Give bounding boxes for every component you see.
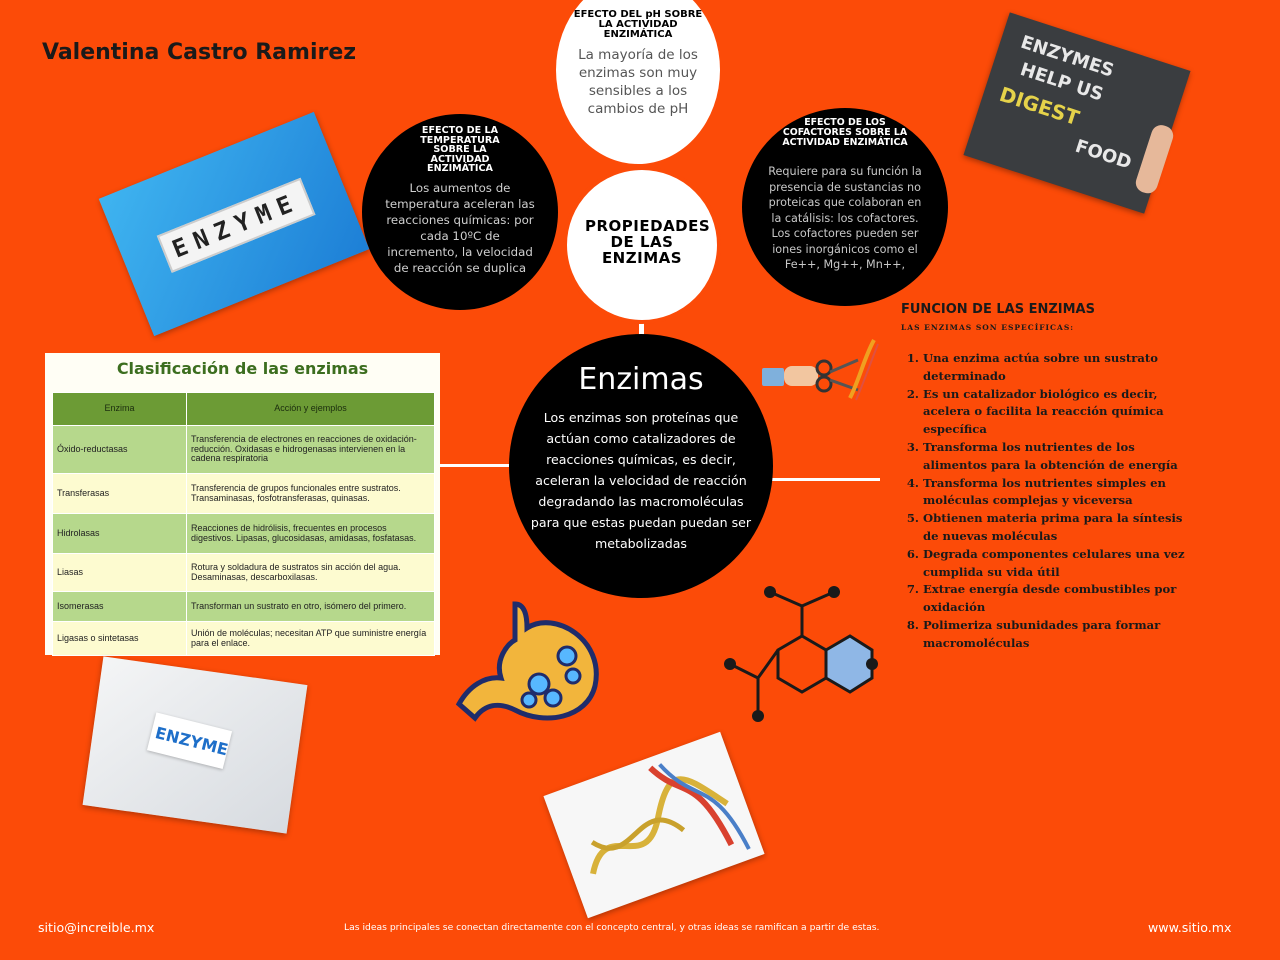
table-row: Hidrolasas Reacciones de hidrólisis, fre… xyxy=(52,513,435,554)
table-cell: Ligasas o sintetasas xyxy=(52,621,187,656)
enzyme-card-label: ENZYME xyxy=(146,712,233,770)
footer-note: Las ideas principales se conectan direct… xyxy=(344,922,880,933)
hand-icon xyxy=(1133,122,1176,196)
footer-email[interactable]: sitio@increible.mx xyxy=(38,920,155,935)
enzyme-cubes-photo: ENZYME xyxy=(98,111,370,337)
protein-structure-photo xyxy=(543,731,765,919)
molecule-icon xyxy=(724,586,878,722)
table-cell: Liasas xyxy=(52,553,187,592)
properties-node: PROPIEDADES DE LAS ENZIMAS xyxy=(563,166,721,324)
cofactors-effect-title: EFECTO DE LOS COFACTORES SOBRE LA ACTIVI… xyxy=(782,117,908,148)
functions-item: Extrae energía desde combustibles por ox… xyxy=(923,581,1201,617)
functions-title: FUNCION DE LAS ENZIMAS xyxy=(901,302,1095,317)
stomach-icon xyxy=(455,601,599,722)
temperature-effect-node: EFECTO DE LA TEMPERATURA SOBRE LA ACTIVI… xyxy=(362,114,558,310)
scissors-dna-icon xyxy=(762,339,879,401)
table-cell: Isomerasas xyxy=(52,591,187,622)
ph-effect-node: EFECTO DEL pH SOBRE LA ACTIVIDAD ENZIMÁT… xyxy=(556,0,720,164)
table-row: Isomerasas Transforman un sustrato en ot… xyxy=(52,591,435,622)
enzyme-cubes-word: ENZYME xyxy=(156,177,316,273)
table-row: Ligasas o sintetasas Unión de moléculas;… xyxy=(52,621,435,656)
table-cell: Hidrolasas xyxy=(52,513,187,554)
table-row: Óxido-reductasas Transferencia de electr… xyxy=(52,425,435,474)
chalkboard-line: FOOD xyxy=(1072,135,1135,174)
functions-subtitle: LAS ENZIMAS SON ESPECÍFICAS: xyxy=(901,323,1075,332)
connector-prop-center xyxy=(639,322,644,336)
classification-table: Enzima Acción y ejemplos Óxido-reductasa… xyxy=(52,392,435,656)
classification-table-card: Clasificación de las enzimas Enzima Acci… xyxy=(45,353,440,656)
chalkboard-photo: ENZYMES HELP US DIGEST FOOD xyxy=(963,12,1191,214)
functions-item: Polimeriza subunidades para formar macro… xyxy=(923,617,1201,653)
functions-item: Obtienen materia prima para la síntesis … xyxy=(923,510,1201,546)
ph-effect-title: EFECTO DEL pH SOBRE LA ACTIVIDAD ENZIMÁT… xyxy=(573,9,703,40)
functions-panel: FUNCION DE LAS ENZIMAS LAS ENZIMAS SON E… xyxy=(901,302,1201,653)
table-cell: Transferencia de electrones en reaccione… xyxy=(186,425,435,474)
table-cell: Transforman un sustrato en otro, isómero… xyxy=(186,591,435,622)
functions-item: Transforma los nutrientes simples en mol… xyxy=(923,475,1201,511)
protein-ribbon-icon xyxy=(590,763,751,875)
table-row: Transferasas Transferencia de grupos fun… xyxy=(52,473,435,514)
functions-item: Una enzima actúa sobre un sustrato deter… xyxy=(923,350,1201,386)
cofactors-effect-node: EFECTO DE LOS COFACTORES SOBRE LA ACTIVI… xyxy=(742,108,948,306)
central-node: Enzimas Los enzimas son proteínas que ac… xyxy=(509,334,773,598)
table-cell: Óxido-reductasas xyxy=(52,425,187,474)
author-name: Valentina Castro Ramirez xyxy=(42,40,357,65)
ph-effect-body: La mayoría de los enzimas son muy sensib… xyxy=(578,47,698,117)
properties-title: PROPIEDADES DE LAS ENZIMAS xyxy=(585,217,711,267)
table-cell: Transferasas xyxy=(52,473,187,514)
central-title: Enzimas xyxy=(578,362,704,397)
temperature-effect-title: EFECTO DE LA TEMPERATURA SOBRE LA ACTIVI… xyxy=(420,125,500,175)
table-header: Enzima xyxy=(52,392,187,426)
temperature-effect-body: Los aumentos de temperatura aceleran las… xyxy=(385,180,535,275)
functions-item: Es un catalizador biológico es decir, ac… xyxy=(923,386,1201,439)
functions-item: Transforma los nutrientes de los aliment… xyxy=(923,439,1201,475)
functions-item: Degrada componentes celulares una vez cu… xyxy=(923,546,1201,582)
table-cell: Reacciones de hidrólisis, frecuentes en … xyxy=(186,513,435,554)
table-row: Liasas Rotura y soldadura de sustratos s… xyxy=(52,553,435,592)
table-cell: Unión de moléculas; necesitan ATP que su… xyxy=(186,621,435,656)
classification-title: Clasificación de las enzimas xyxy=(116,359,369,378)
connector-center-right xyxy=(772,478,880,481)
table-header: Acción y ejemplos xyxy=(186,392,435,426)
functions-list: Una enzima actúa sobre un sustrato deter… xyxy=(901,350,1201,653)
cofactors-effect-body: Requiere para su función la presencia de… xyxy=(768,165,922,271)
central-body: Los enzimas son proteínas que actúan com… xyxy=(530,410,752,551)
footer-site[interactable]: www.sitio.mx xyxy=(1148,920,1232,935)
enzyme-card-photo: ENZYME xyxy=(82,656,308,834)
table-cell: Rotura y soldadura de sustratos sin acci… xyxy=(186,553,435,592)
table-cell: Transferencia de grupos funcionales entr… xyxy=(186,473,435,514)
connector-center-left xyxy=(440,464,512,467)
